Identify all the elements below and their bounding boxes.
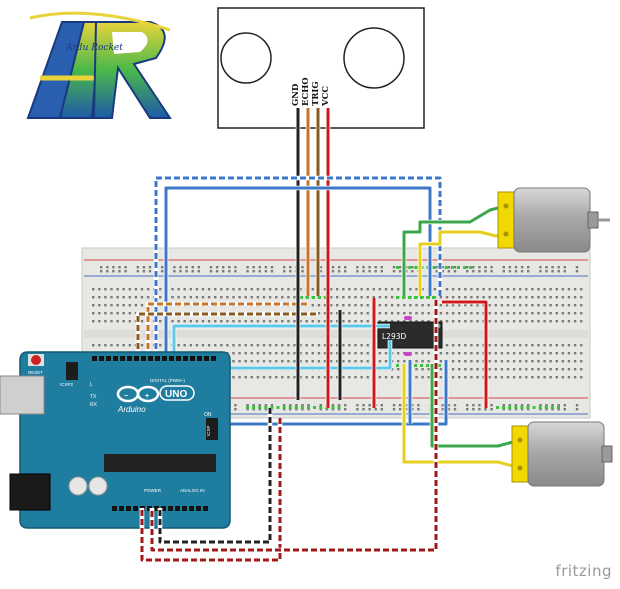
breadboard-center-channel xyxy=(84,330,588,338)
sensor-pin-label-0: GND xyxy=(291,83,301,106)
wire-cyan-1 xyxy=(172,324,390,358)
power-label: POWER xyxy=(144,488,162,493)
wire-echo-to-arduino xyxy=(146,302,308,358)
sensor-transducer-left xyxy=(220,32,272,84)
capacitor-top xyxy=(404,316,412,320)
capacitor-1 xyxy=(68,476,88,496)
sensor-pin-label-2: TRIG xyxy=(311,81,321,106)
logo-script-text: Ardu Rocket xyxy=(65,43,123,53)
arduino-brand: Arduino xyxy=(117,405,146,414)
analog-label: ANALOG IN xyxy=(180,488,205,493)
reset-button[interactable] xyxy=(31,355,41,365)
sensor-pin-label-1: ECHO xyxy=(301,77,311,106)
wire-trig-to-arduino xyxy=(136,312,318,358)
digital-label: DIGITAL (PWM~) xyxy=(150,378,185,383)
arduino-model: UNO xyxy=(165,389,187,400)
icsp-header xyxy=(206,418,218,440)
capacitor-bottom xyxy=(404,352,412,356)
icsp2-header xyxy=(66,362,78,380)
icsp-label: ICSP xyxy=(206,425,211,436)
wire-gnd-arduino xyxy=(158,408,272,544)
reset-label: RESET xyxy=(28,370,43,375)
svg-text:−: − xyxy=(124,393,128,400)
wire-power-loop xyxy=(150,300,438,552)
power-jack xyxy=(9,473,51,511)
icsp2-label: ICSP2 xyxy=(60,382,74,387)
svg-text:+: + xyxy=(145,393,149,400)
wire-vin-arduino xyxy=(140,418,282,562)
wire-motor-bottom-green xyxy=(430,364,521,448)
ic-label: L293D xyxy=(382,332,406,341)
wire-red-right xyxy=(442,300,488,408)
rx-label: RX xyxy=(90,402,98,408)
dc-motor-bottom xyxy=(511,421,613,487)
atmega-chip xyxy=(104,454,216,472)
fritzing-watermark: fritzing xyxy=(555,562,612,580)
sensor-transducer-right xyxy=(343,27,405,89)
capacitor-2 xyxy=(88,476,108,496)
usb-connector xyxy=(0,375,45,415)
arduino-logo: − + xyxy=(116,385,160,403)
dc-motor-top xyxy=(497,187,610,253)
wire-motor-bottom-yellow xyxy=(402,364,521,470)
wire-motor-top-green xyxy=(402,204,507,296)
arduino-uno-board: RESET ICSP2 ICSP − + Arduino UNO TX RX L… xyxy=(0,351,231,529)
tx-label: TX xyxy=(90,394,97,400)
wire-motor-top-yellow xyxy=(418,230,507,296)
l-label: L xyxy=(90,382,93,388)
sensor-pin-label-3: VCC xyxy=(321,86,331,107)
wire-blue-bottom xyxy=(220,360,448,426)
on-label: ON xyxy=(204,412,212,418)
ardu-rocket-logo: Ardu Rocket xyxy=(26,11,172,119)
